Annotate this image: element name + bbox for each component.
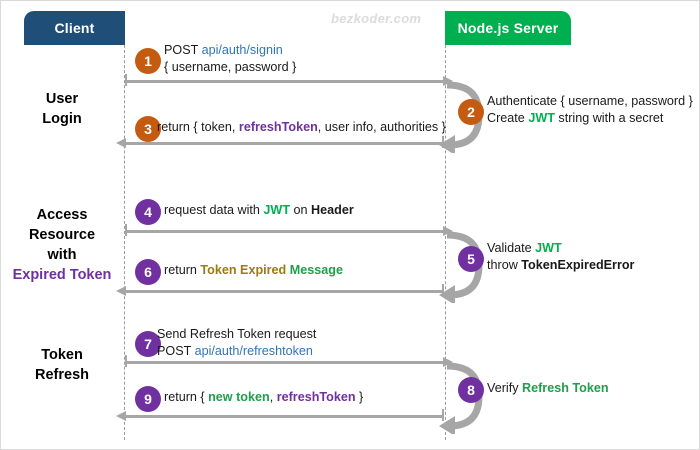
phase-access-line2: Resource: [28, 227, 96, 243]
message-step-7-line1: Send Refresh Token request: [157, 327, 317, 341]
step-badge-3: 3: [135, 116, 161, 142]
phase-access-line3: with: [47, 247, 77, 263]
message-step-8-line1: Verify Refresh Token: [487, 381, 609, 395]
arrow-step-7-request: [125, 355, 453, 367]
arrow-step-4-request: [125, 224, 453, 236]
message-step-2-line1: Authenticate { username, password }: [487, 94, 693, 108]
step-badge-5: 5: [458, 246, 484, 272]
step-badge-1: 1: [135, 48, 161, 74]
arrow-step-1-request: [125, 74, 453, 86]
message-step-2: Authenticate { username, password } Crea…: [487, 93, 693, 127]
message-step-9-line1: return { new token, refreshToken }: [164, 390, 364, 404]
message-step-5-line1: Validate JWT: [487, 241, 562, 255]
message-step-6: return Token Expired Message: [164, 262, 343, 279]
actor-client-label: Client: [54, 20, 95, 36]
phase-access-line1: Access: [36, 207, 88, 223]
arrow-step-3-response: [116, 136, 444, 148]
arrow-stub: [442, 136, 444, 148]
message-step-9: return { new token, refreshToken }: [164, 389, 363, 406]
actor-server-label: Node.js Server: [457, 20, 559, 36]
message-step-1-line1: POST api/auth/signin: [164, 43, 283, 57]
arrow-step-9-response: [116, 409, 444, 421]
step-badge-2: 2: [458, 99, 484, 125]
actor-client-header: Client: [24, 11, 125, 45]
message-step-5: Validate JWT throw TokenExpiredError: [487, 240, 634, 274]
lifeline-server: [445, 45, 446, 440]
phase-refresh-line1: Token: [41, 347, 83, 363]
phase-refresh-line2: Refresh: [35, 367, 89, 383]
message-step-7: Send Refresh Token request POST api/auth…: [157, 326, 316, 360]
message-step-6-line1: return Token Expired Message: [164, 263, 343, 277]
step-badge-8: 8: [458, 377, 484, 403]
phase-access-line4: Expired Token: [12, 267, 112, 283]
lifeline-client: [124, 45, 125, 440]
message-step-5-line2: throw TokenExpiredError: [487, 258, 635, 272]
step-badge-4: 4: [135, 199, 161, 225]
actor-server-header: Node.js Server: [445, 11, 571, 45]
message-step-4-line1: request data with JWT on Header: [164, 203, 354, 217]
step-badge-7: 7: [135, 331, 161, 357]
step-badge-9: 9: [135, 386, 161, 412]
arrow-stub: [125, 355, 127, 367]
watermark-bezkoder: bezkoder.com: [331, 11, 422, 26]
phase-label-token-refresh: Token Refresh: [3, 345, 121, 385]
message-step-4: request data with JWT on Header: [164, 202, 354, 219]
arrow-stub: [125, 224, 127, 236]
message-step-2-line2: Create JWT string with a secret: [487, 111, 664, 125]
phase-label-access-resource: Access Resource with Expired Token: [3, 205, 121, 285]
arrow-stub: [125, 74, 127, 86]
phase-login-line2: Login: [42, 111, 82, 127]
arrow-stub: [442, 409, 444, 421]
arrow-stub: [442, 284, 444, 296]
message-step-8: Verify Refresh Token: [487, 380, 609, 397]
message-step-1-line2: { username, password }: [164, 60, 297, 74]
arrow-step-6-response: [116, 284, 444, 296]
phase-label-user-login: User Login: [3, 89, 121, 129]
step-badge-6: 6: [135, 259, 161, 285]
phase-login-line1: User: [45, 91, 79, 107]
message-step-3: return { token, refreshToken, user info,…: [157, 119, 446, 136]
message-step-1: POST api/auth/signin { username, passwor…: [164, 42, 296, 76]
message-step-7-line2: POST api/auth/refreshtoken: [157, 344, 313, 358]
message-step-3-line1: return { token, refreshToken, user info,…: [157, 120, 446, 134]
